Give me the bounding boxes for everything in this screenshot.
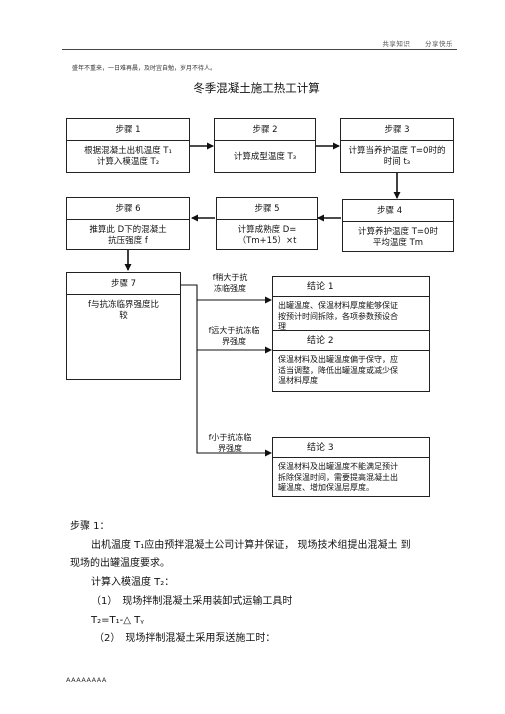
conclusion-3: 结论 3 保温材料及出罐温度不能满足预计 拆除保温时间，需要提高混凝土出 罐温度… — [272, 437, 430, 497]
conclusion-text: 保温材料及出罐温度不能满足预计 — [278, 462, 398, 471]
step-title: 步骤 5 — [217, 198, 317, 220]
branch-text: f远大于抗冻临 — [208, 326, 260, 335]
list-item: （2） 现场拌制混凝土采用泵送施工时： — [94, 633, 276, 644]
step-body: 推算此 D下的混凝土 抗压强度 f — [67, 220, 189, 252]
step-body: f与抗冻临界强度比 较 — [67, 295, 180, 327]
step-text: 计算当养护温度 T=0时的 — [348, 146, 446, 156]
branch-text: 界强度 — [222, 337, 246, 346]
paragraph-line: 现场的出罐温度要求。 — [70, 558, 170, 569]
step-text: 计算养护温度 T=0时 — [358, 227, 438, 237]
conclusion-text: 按预计时间拆除，各项参数预设合 — [278, 311, 398, 321]
step-body: 根据混凝土出机温度 T₁ 计算入模温度 T₂ — [67, 141, 189, 173]
step-body: 计算成熟度 D= （Tm+15）×t — [217, 220, 317, 252]
step-text: f与抗冻临界强度比 — [88, 300, 159, 310]
flow-step-6: 步骤 6 推算此 D下的混凝土 抗压强度 f — [66, 197, 190, 250]
header-tag: 共享知识 — [382, 40, 411, 48]
conclusion-text: 适当调整，降低出罐温度或减少保 — [278, 365, 398, 375]
formula: T₂=T₁-△ Tᵧ — [91, 615, 144, 626]
step-title: 步骤 3 — [341, 119, 453, 141]
branch-label-3: f小于抗冻临 界强度 — [199, 432, 261, 454]
header-divider — [62, 49, 457, 50]
step-text: 推算此 D下的混凝土 — [89, 225, 167, 235]
step-text: （Tm+15）×t — [237, 236, 297, 246]
calc-heading: 计算入模温度 T₂： — [91, 577, 175, 588]
conclusion-text: 拆除保温时间，需要提高混凝土出 — [278, 472, 398, 482]
conclusion-text: 理 — [278, 322, 286, 331]
conclusion-text: 出罐温度、保温材料厚度能够保证 — [278, 301, 398, 310]
branch-line-3 — [196, 350, 266, 454]
step-text: 计算成型温度 T₃ — [233, 152, 297, 162]
branch-text: 界强度 — [218, 444, 242, 453]
header-motto: 盛年不重来，一日难再晨，及时宜自勉，岁月不待人。 — [72, 65, 217, 72]
step-text: 计算成熟度 D= — [237, 225, 297, 235]
step-title: 步骤 4 — [343, 200, 453, 222]
flow-step-5: 步骤 5 计算成熟度 D= （Tm+15）×t — [216, 197, 318, 250]
step-text: 根据混凝土出机温度 T₁ — [84, 146, 172, 156]
flow-step-7: 步骤 7 f与抗冻临界强度比 较 — [66, 272, 181, 380]
arrowhead-concl1 — [265, 296, 272, 304]
conclusion-body: 保温材料及出罐温度偏于保守，应 适当调整，降低出罐温度或减少保 温材料厚度 — [273, 351, 429, 391]
conclusion-text: 温材料厚度 — [278, 376, 318, 385]
paragraph-line: 出机温度 T₁应由预拌混凝土公司计算并保证， 现场技术组提出混凝土 到 — [91, 540, 411, 551]
step-text: 计算入模温度 T₂ — [96, 157, 160, 167]
step-title: 步骤 1 — [67, 119, 189, 141]
step-body: 计算当养护温度 T=0时的 时间 t₃ — [341, 141, 453, 173]
step-text: 时间 t₃ — [383, 157, 411, 167]
footer-text: AAAAAAAA — [66, 676, 107, 684]
arrowhead-concl2 — [265, 346, 272, 354]
conclusion-text: 罐温度、增加保温层厚度。 — [278, 483, 374, 492]
conclusion-title: 结论 1 — [273, 277, 429, 297]
branch-text: f小于抗冻临 — [208, 433, 252, 442]
conclusion-title: 结论 2 — [273, 331, 429, 351]
conclusion-body: 保温材料及出罐温度不能满足预计 拆除保温时间，需要提高混凝土出 罐温度、增加保温… — [273, 458, 429, 498]
step-body: 计算成型温度 T₃ — [215, 141, 315, 168]
step-title: 步骤 6 — [67, 198, 189, 220]
branch-label-1: f稍大于抗 冻临强度 — [200, 272, 260, 294]
conclusion-title: 结论 3 — [273, 438, 429, 458]
step-title: 步骤 7 — [67, 273, 180, 295]
conclusion-text: 保温材料及出罐温度偏于保守，应 — [278, 355, 398, 364]
step-text: 平均温度 Tm — [372, 238, 424, 248]
conclusion-2: 结论 2 保温材料及出罐温度偏于保守，应 适当调整，降低出罐温度或减少保 温材料… — [272, 330, 430, 392]
flow-step-3: 步骤 3 计算当养护温度 T=0时的 时间 t₃ — [340, 118, 454, 173]
arrowhead-concl3 — [265, 449, 272, 457]
list-item: （1） 现场拌制混凝土采用装卸式运输工具时 — [91, 596, 293, 607]
step-body: 计算养护温度 T=0时 平均温度 Tm — [343, 222, 453, 254]
step-text: 抗压强度 f — [108, 236, 148, 246]
page-title: 冬季混凝土施工热工计算 — [193, 81, 320, 95]
conclusion-body: 出罐温度、保温材料厚度能够保证 按预计时间拆除，各项参数预设合 理 — [273, 297, 429, 337]
header-tags: 共享知识 分享快乐 — [370, 38, 453, 48]
header-tag: 分享快乐 — [425, 40, 453, 48]
step-text: 较 — [119, 311, 128, 321]
flow-step-2: 步骤 2 计算成型温度 T₃ — [214, 118, 316, 173]
branch-label-2: f远大于抗冻临 界强度 — [199, 325, 269, 347]
branch-text: f稍大于抗 — [212, 273, 248, 282]
flow-step-1: 步骤 1 根据混凝土出机温度 T₁ 计算入模温度 T₂ — [66, 118, 190, 173]
branch-text: 冻临强度 — [214, 284, 246, 293]
step-title: 步骤 2 — [215, 119, 315, 141]
conclusion-1: 结论 1 出罐温度、保温材料厚度能够保证 按预计时间拆除，各项参数预设合 理 — [272, 276, 430, 338]
flow-step-4: 步骤 4 计算养护温度 T=0时 平均温度 Tm — [342, 199, 454, 252]
branch-line-1 — [181, 284, 266, 301]
section-heading: 步骤 1： — [70, 521, 110, 532]
